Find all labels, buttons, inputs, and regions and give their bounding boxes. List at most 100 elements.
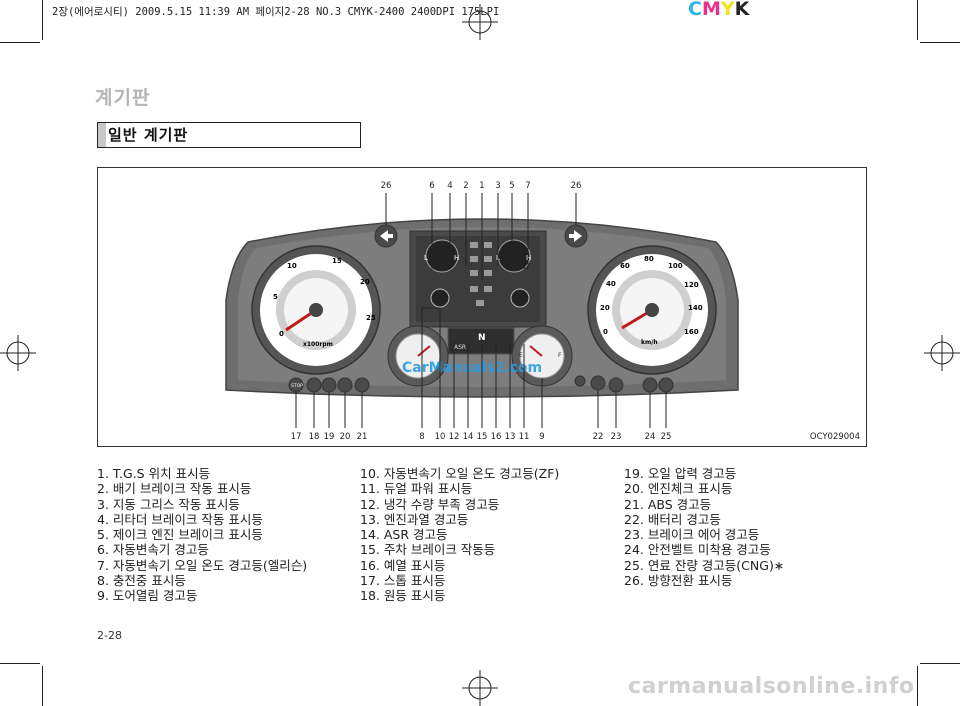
page-number: 2-28 <box>97 629 122 642</box>
turn-left-arrow-icon <box>380 230 393 242</box>
registration-mark-top <box>462 4 498 40</box>
crop-mark <box>917 666 918 706</box>
page-title: 계기판 <box>95 87 151 109</box>
legend-item: 10. 자동변속기 오일 온도 경고등(ZF) <box>360 466 560 481</box>
print-header: 2장(에어로시티) 2009.5.15 11:39 AM 페이지2-28 NO.… <box>52 6 500 18</box>
crop-mark <box>0 42 40 43</box>
section-title: 일반 계기판 <box>108 126 189 144</box>
crop-mark <box>0 663 40 664</box>
callout-bottom: 20 <box>340 432 351 442</box>
tach-label-5: 5 <box>273 293 278 301</box>
callout-bottom: 22 <box>593 432 604 442</box>
legend-item: 23. 브레이크 에어 경고등 <box>624 527 760 543</box>
crop-mark <box>917 0 918 40</box>
legend-item: 7. 자동변속기 오일 온도 경고등(엘리슨) <box>97 557 308 573</box>
gauge-high-mark: H <box>454 254 459 262</box>
crop-mark <box>42 0 43 40</box>
registration-mark-right <box>924 335 960 371</box>
speed-label-0: 0 <box>603 328 608 336</box>
callout-bottom: 11 <box>519 432 530 442</box>
callout-bottom: 24 <box>645 432 656 442</box>
callout-bottom: 15 <box>477 432 488 442</box>
fuel-empty-mark: E <box>519 352 523 359</box>
cmyk-m: M <box>701 0 721 20</box>
callout-top: 26 <box>571 181 582 191</box>
legend-item: 19. 오일 압력 경고등 <box>624 466 737 481</box>
instrument-cluster-illustration: L H L H N ASR E F 0 5 10 1 <box>225 181 860 442</box>
legend-item: 12. 냉각 수량 부족 경고등 <box>360 496 500 512</box>
figure-watermark: CarManuals2.com <box>402 360 542 376</box>
callout-bottom: 17 <box>291 432 302 442</box>
legend-column-1: 1. T.G.S 위치 표시등 2. 배기 브레이크 작동 표시등 3. 지동 … <box>97 466 307 604</box>
neutral-indicator: N <box>478 333 486 343</box>
legend-item: 8. 충전중 표시등 <box>97 573 186 589</box>
legend-column-3: 19. 오일 압력 경고등 20. 엔진체크 표시등 21. ABS 경고등 2… <box>624 466 784 588</box>
legend-item: 18. 원등 표시등 <box>360 588 446 604</box>
legend-item: 15. 주차 브레이크 작동등 <box>360 542 496 558</box>
instrument-cluster-figure: L H L H N ASR E F 0 5 10 1 <box>97 167 867 447</box>
callout-bottom: 10 <box>435 432 446 442</box>
tach-label-25: 25 <box>366 314 376 322</box>
legend-item: 3. 지동 그리스 작동 표시등 <box>97 496 240 512</box>
legend-item: 14. ASR 경고등 <box>360 527 448 543</box>
section-accent <box>98 123 106 147</box>
speed-label-100: 100 <box>668 262 683 270</box>
tach-unit: x100rpm <box>303 341 333 348</box>
speed-label-40: 40 <box>606 280 616 288</box>
registration-mark-bottom <box>462 670 498 706</box>
callout-top: 6 <box>429 181 434 191</box>
speed-label-60: 60 <box>620 262 630 270</box>
legend-item: 25. 연료 잔량 경고등(CNG)∗ <box>624 557 785 573</box>
speed-unit: km/h <box>641 339 658 346</box>
callout-top: 2 <box>463 181 468 191</box>
callout-bottom: 8 <box>419 432 424 442</box>
fuel-full-mark: F <box>558 352 562 359</box>
section-header: 일반 계기판 <box>97 122 361 148</box>
legend-item: 21. ABS 경고등 <box>624 496 712 512</box>
legend-item: 13. 엔진과열 경고등 <box>360 511 469 527</box>
stop-lamp-label: STOP <box>291 383 303 389</box>
legend-item: 6. 자동변속기 경고등 <box>97 542 209 558</box>
callout-bottom: 23 <box>611 432 622 442</box>
speed-label-160: 160 <box>684 328 699 336</box>
callout-bottom: 18 <box>309 432 320 442</box>
callout-bottom: 25 <box>661 432 672 442</box>
callout-top: 26 <box>381 181 392 191</box>
callout-bottom: 13 <box>505 432 516 442</box>
speed-label-80: 80 <box>644 255 654 263</box>
legend-item: 20. 엔진체크 표시등 <box>624 481 733 497</box>
legend-item: 26. 방향전환 표시등 <box>624 573 733 589</box>
turn-right-arrow-icon <box>569 230 582 242</box>
legend-column-2: 10. 자동변속기 오일 온도 경고등(ZF) 11. 듀얼 파워 표시등 12… <box>360 466 559 604</box>
speed-label-20: 20 <box>600 304 610 312</box>
asr-indicator: ASR <box>454 344 466 351</box>
callout-bottom: 16 <box>491 432 502 442</box>
callout-bottom: 9 <box>539 432 544 442</box>
legend-item: 22. 배터리 경고등 <box>624 511 721 527</box>
callout-top: 3 <box>495 181 500 191</box>
legend-item: 16. 예열 표시등 <box>360 557 446 573</box>
gauge-high-mark-right: H <box>526 254 531 262</box>
legend-item: 24. 안전벨트 미착용 경고등 <box>624 542 771 558</box>
tach-label-20: 20 <box>360 278 370 286</box>
legend-item: 17. 스톱 표시등 <box>360 573 446 589</box>
callout-bottom: 19 <box>324 432 335 442</box>
registration-mark-left <box>0 335 36 371</box>
callout-top: 7 <box>525 181 530 191</box>
tach-label-0: 0 <box>279 330 284 338</box>
crop-mark <box>920 663 960 664</box>
legend-item: 5. 제이크 엔진 브레이크 표시등 <box>97 527 263 543</box>
cmyk-y: Y <box>720 0 735 20</box>
callout-bottom: 12 <box>449 432 460 442</box>
crop-mark <box>920 42 960 43</box>
gauge-low-mark: L <box>424 254 428 262</box>
legend-item: 4. 리타더 브레이크 작동 표시등 <box>97 511 263 527</box>
cmyk-k: K <box>734 0 750 20</box>
callout-top: 4 <box>447 181 452 191</box>
legend-item: 11. 듀얼 파워 표시등 <box>360 481 473 497</box>
figure-code: OCY029004 <box>810 432 860 442</box>
legend-item: 9. 도어열림 경고등 <box>97 588 198 604</box>
callout-bottom: 14 <box>463 432 474 442</box>
legend-item: 2. 배기 브레이크 작동 표시등 <box>97 481 252 497</box>
speed-label-120: 120 <box>684 281 699 289</box>
